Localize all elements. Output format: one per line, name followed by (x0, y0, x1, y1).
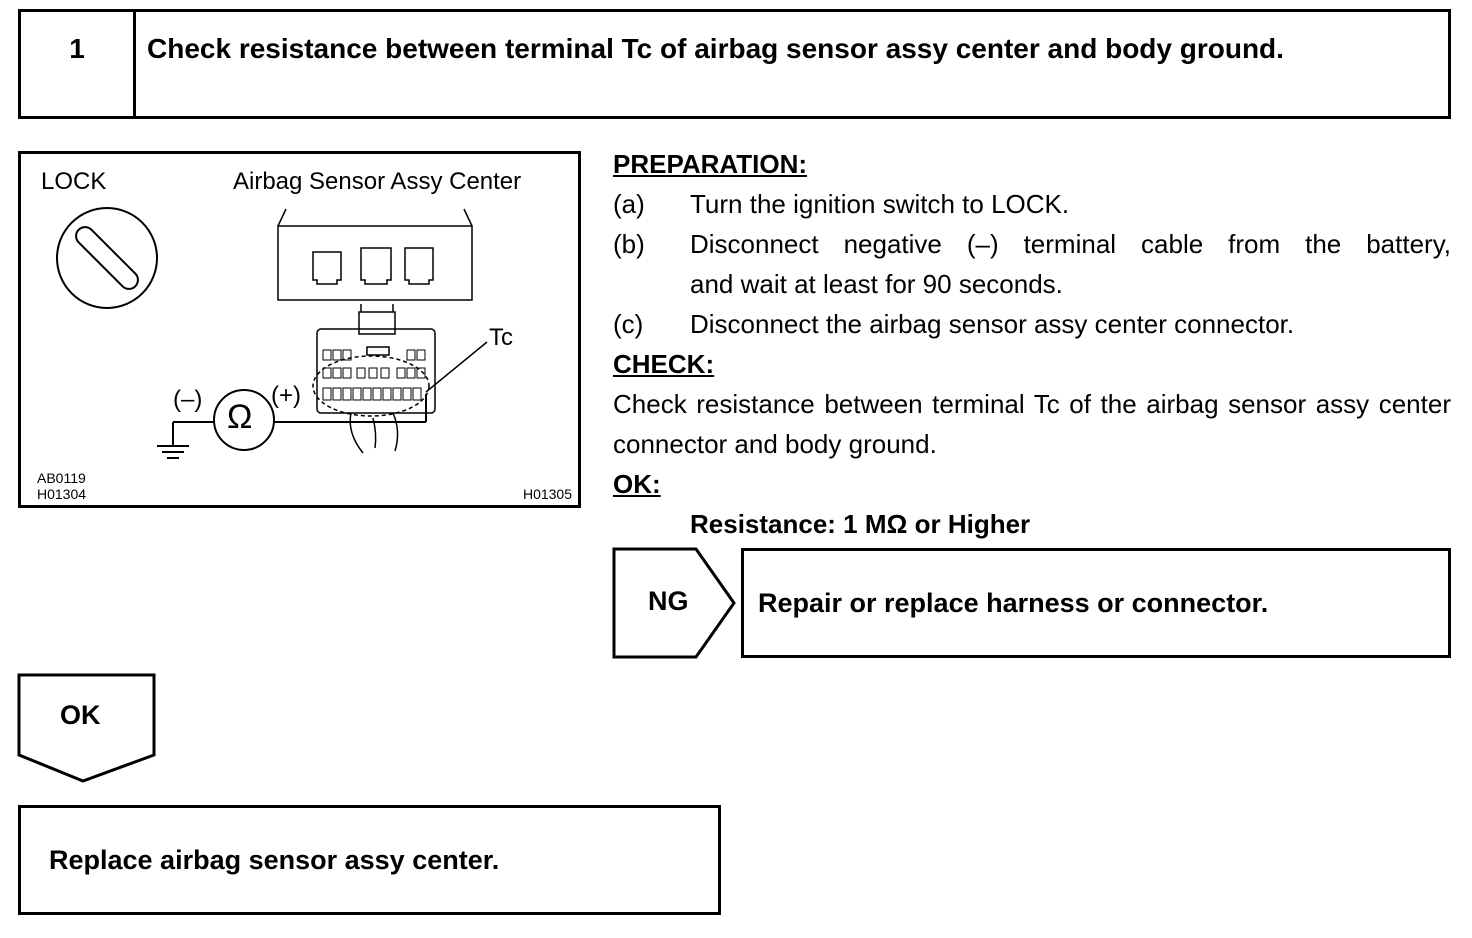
ok-spec: Resistance: 1 MΩ or Higher (690, 509, 1031, 539)
prep-item-b-line-1: Disconnect negative (–) terminal cable f… (690, 229, 1451, 259)
prep-item-a-text: Turn the ignition switch to LOCK. (690, 189, 1070, 219)
figure-code-1: AB0119 (37, 470, 86, 486)
step-header: 1 Check resistance between terminal Tc o… (18, 9, 1451, 119)
ok-arrow-tag (17, 673, 156, 783)
preparation-heading: PREPARATION: (613, 149, 808, 179)
ok-result-text: Replace airbag sensor assy center. (49, 845, 500, 875)
check-text: Check resistance between terminal Tc of … (613, 389, 1451, 459)
sensor-body-drawing (277, 208, 473, 301)
ng-result-text: Repair or replace harness or connector. (758, 588, 1269, 618)
sensor-connector-drawing (312, 304, 436, 454)
ok-heading: OK: (613, 469, 661, 499)
check-heading: CHECK: (613, 349, 715, 379)
tc-leader-line (425, 341, 488, 393)
prep-item-b-line-2: and wait at least for 90 seconds. (690, 269, 1063, 299)
ohmmeter-icon (213, 389, 275, 451)
ng-tag-label: NG (648, 586, 689, 616)
terminal-tc-label: Tc (489, 324, 513, 351)
ignition-key-icon (56, 207, 158, 309)
prep-item-c-label: (c) (613, 309, 644, 339)
illustration-drawing (56, 207, 488, 459)
ok-tag-label: OK (60, 700, 101, 730)
prep-item-b-label: (b) (613, 229, 645, 259)
step-title: Check resistance between terminal Tc of … (147, 33, 1284, 64)
figure-code-3: H01305 (522, 486, 572, 502)
step-number: 1 (21, 12, 136, 116)
ohmmeter-wiring (157, 394, 427, 459)
wiring-illustration: LOCK Airbag Sensor Assy Center Tc (–) (+… (18, 151, 581, 508)
ohm-symbol: Ω (227, 398, 253, 436)
figure-code-2: H01304 (37, 486, 87, 502)
lock-label: LOCK (41, 168, 107, 195)
ng-result-box: Repair or replace harness or connector. (741, 548, 1451, 658)
ng-arrow-tag (612, 547, 736, 659)
prep-item-a-label: (a) (613, 189, 645, 219)
ok-result-box: Replace airbag sensor assy center. (18, 805, 721, 915)
plus-label: (+) (271, 382, 301, 409)
prep-item-c-text: Disconnect the airbag sensor assy center… (690, 309, 1295, 339)
sensor-label: Airbag Sensor Assy Center (233, 168, 522, 195)
minus-label: (–) (173, 386, 203, 413)
